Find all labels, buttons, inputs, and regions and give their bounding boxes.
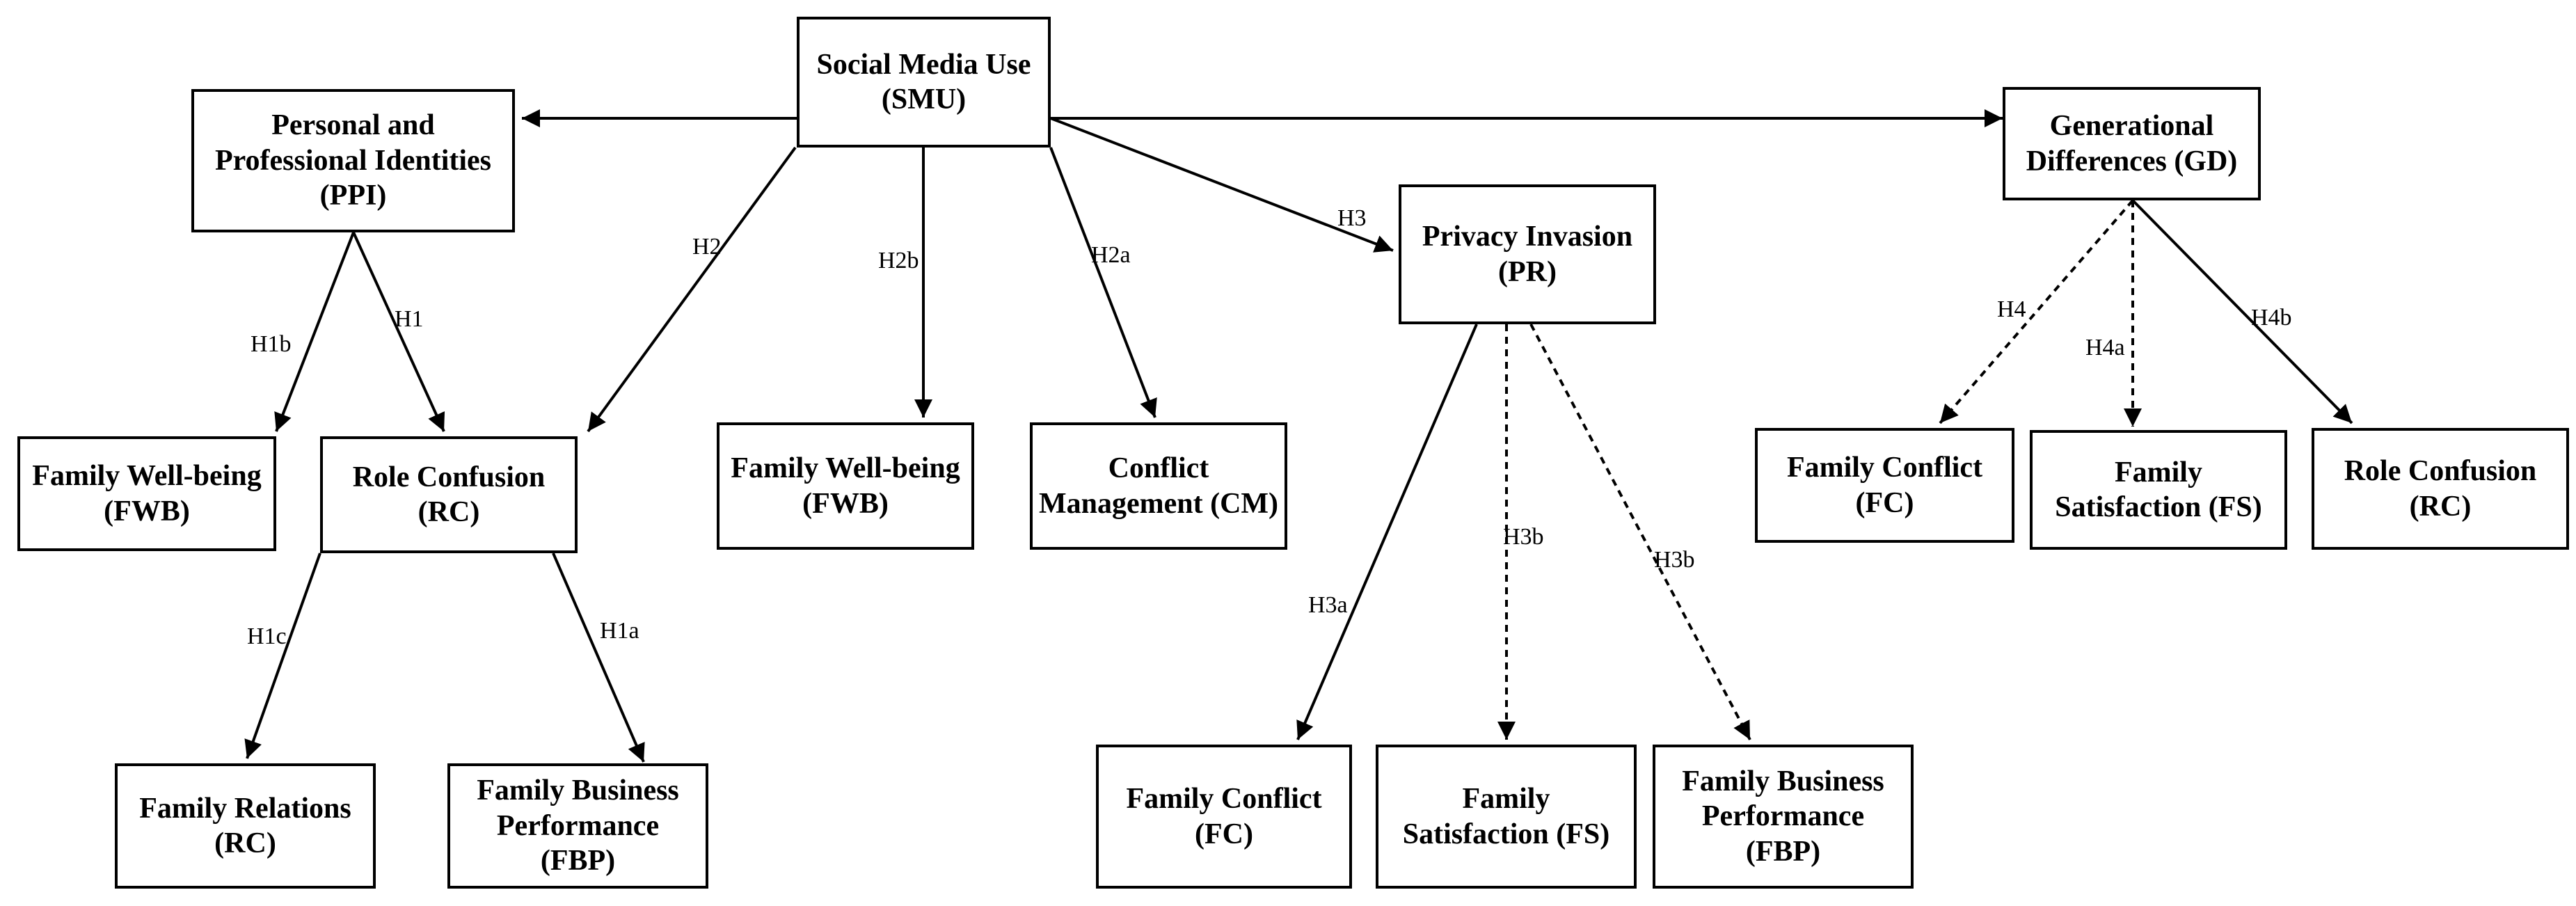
edge-label-h4b: H4b <box>2251 305 2292 331</box>
edge-label-h4: H4 <box>1997 296 2026 322</box>
edge-label-h1c: H1c <box>247 623 287 649</box>
edge-smu-cm <box>1049 147 1157 418</box>
edge-label-h4a: H4a <box>2085 335 2125 360</box>
node-family-well-being-1: Family Well-being(FWB) <box>17 436 276 551</box>
edge-gd-fc <box>1939 199 2134 424</box>
node-family-conflict-1: Family Conflict(FC) <box>1755 428 2014 543</box>
node-social-media-use: Social Media Use(SMU) <box>797 17 1051 148</box>
node-family-relations: Family Relations(RC) <box>115 763 376 889</box>
edge-rc-fbp <box>552 553 645 763</box>
node-family-conflict-2: Family Conflict(FC) <box>1096 745 1352 889</box>
edge-smu-rc <box>587 146 797 433</box>
edge-label-h3: H3 <box>1337 205 1367 231</box>
edge-label-h1: H1 <box>395 306 424 332</box>
edge-pr-fc <box>1296 324 1478 740</box>
edge-pr-fbp <box>1529 324 1751 740</box>
node-privacy-invasion: Privacy Invasion(PR) <box>1399 184 1656 324</box>
edge-smu-pr <box>1050 117 1394 253</box>
edge-label-h2b: H2b <box>878 248 919 273</box>
edge-label-h2a: H2a <box>1091 242 1131 268</box>
edge-gd-rc <box>2131 199 2353 424</box>
edge-label-h1a: H1a <box>600 618 639 644</box>
node-role-confusion-2: Role Confusion(RC) <box>2312 428 2569 550</box>
edge-ppi-rc <box>352 232 445 432</box>
edge-label-h3a: H3a <box>1308 592 1348 618</box>
node-role-confusion-1: Role Confusion(RC) <box>320 436 578 553</box>
edge-label-h2: H2 <box>692 234 722 260</box>
node-family-well-being-2: Family Well-being(FWB) <box>717 422 974 550</box>
edge-label-h3b-1: H3b <box>1503 524 1544 550</box>
edge-label-h3b-2: H3b <box>1654 547 1695 573</box>
edge-ppi-fwb <box>274 232 355 432</box>
edge-rc-fr <box>244 553 321 759</box>
edge-label-h1b: H1b <box>251 331 292 357</box>
